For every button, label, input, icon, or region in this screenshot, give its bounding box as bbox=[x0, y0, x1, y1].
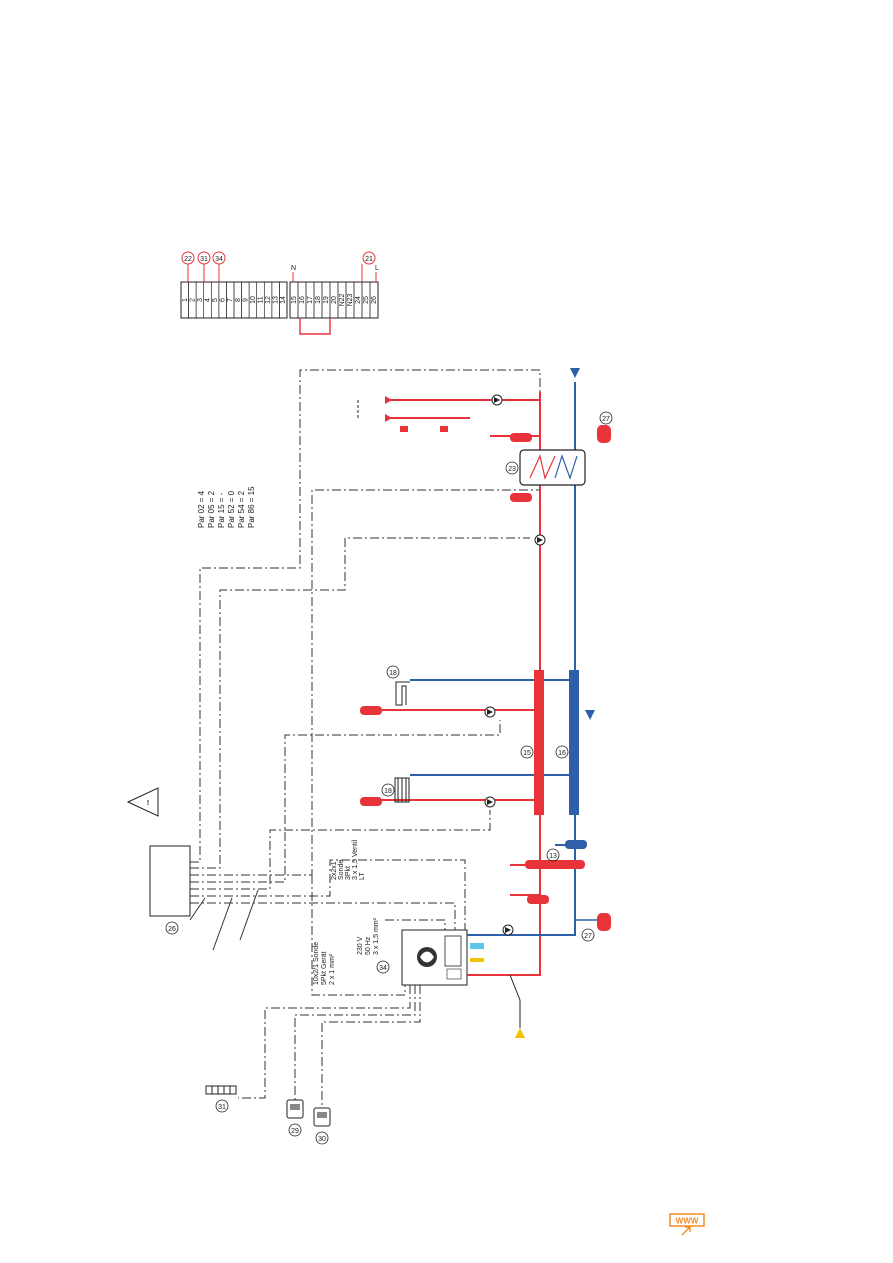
svg-text:30: 30 bbox=[318, 1136, 326, 1143]
hydraulic-separator bbox=[525, 860, 585, 869]
bus-spec-3: 3Pkt bbox=[345, 866, 352, 880]
terminal-left-label-11: 12 bbox=[265, 296, 272, 304]
svg-text:27: 27 bbox=[584, 933, 592, 940]
parameter-list: Par 02 = 4 Par 05 = 2 Par 15 = - Par 52 … bbox=[197, 486, 256, 528]
bus-spec-2: Sonde bbox=[338, 860, 345, 880]
return-piping bbox=[410, 382, 576, 936]
terminal-right-cell-10 bbox=[369, 281, 379, 319]
bus-spec-5: LT bbox=[359, 872, 366, 880]
svg-text:!: ! bbox=[147, 800, 149, 807]
terminal-left-label-10: 11 bbox=[258, 296, 265, 303]
svg-text:29: 29 bbox=[291, 1128, 299, 1135]
param-3: Par 15 = - bbox=[217, 492, 226, 528]
terminal-right-label-1: 16 bbox=[299, 296, 306, 304]
svg-text:13: 13 bbox=[549, 853, 557, 860]
expansion-vessel-right: 27 bbox=[597, 411, 613, 443]
param-2: Par 05 = 2 bbox=[207, 490, 216, 528]
svg-text:34: 34 bbox=[379, 965, 387, 972]
terminal-left-label-0: 1 bbox=[182, 298, 189, 302]
svg-text:27: 27 bbox=[602, 416, 610, 423]
terminal-right-label-4: 19 bbox=[323, 296, 330, 304]
signal-spec-1: 10x2/1 Sonde bbox=[313, 942, 320, 985]
terminal-left-label-5: 6 bbox=[220, 298, 227, 302]
signal-spec-2: 5Pkt Gerät bbox=[321, 951, 328, 985]
controller-unit: 26 bbox=[149, 845, 191, 935]
bus-spec-4: 3 x 1,5 Ventil bbox=[352, 839, 359, 880]
terminal-left-label-7: 8 bbox=[235, 298, 242, 302]
callout-22: 22 bbox=[184, 256, 192, 263]
terminal-n-label: N bbox=[291, 265, 296, 272]
callout-31: 31 bbox=[200, 256, 208, 263]
power-spec-1: 230 V bbox=[357, 936, 364, 955]
signal-spec-3: 2 x 1 mm² bbox=[329, 953, 336, 985]
circulation-pumps bbox=[484, 394, 546, 936]
callout-34: 34 bbox=[215, 256, 223, 263]
floor-heating-emitter: 18 bbox=[386, 665, 410, 706]
param-4: Par 52 = 0 bbox=[227, 490, 236, 528]
bus-spec-1: 2x2x1 bbox=[331, 861, 338, 880]
warning-icon: ! bbox=[126, 787, 159, 817]
svg-text:15: 15 bbox=[523, 750, 531, 757]
terminal-left-label-6: 7 bbox=[227, 298, 234, 302]
terminal-right-label-9: 25 bbox=[363, 296, 370, 304]
terminal-left-label-2: 3 bbox=[197, 298, 204, 302]
svg-text:31: 31 bbox=[218, 1104, 226, 1111]
svg-text:18: 18 bbox=[389, 670, 397, 677]
hot-header bbox=[534, 670, 544, 815]
terminal-l-label: L bbox=[375, 265, 379, 272]
terminal-left-cell-13 bbox=[279, 281, 288, 319]
radiator-emitter: 18 bbox=[381, 777, 410, 803]
terminal-right-label-7: N23 bbox=[347, 293, 354, 306]
param-5: Par 54 = 2 bbox=[237, 490, 246, 528]
room-unit-2: 30 bbox=[313, 1107, 331, 1145]
terminal-right-label-10: 26 bbox=[371, 296, 378, 304]
svg-text:26: 26 bbox=[168, 926, 176, 933]
room-unit-1: 29 bbox=[286, 1099, 304, 1137]
callout-21: 21 bbox=[365, 256, 373, 263]
www-label: WWW bbox=[676, 1217, 699, 1226]
expansion-vessel-left: 27 bbox=[575, 913, 611, 942]
power-spec-3: 3 x 1,5 mm² bbox=[373, 917, 380, 955]
dhw-storage-tank: 23 bbox=[505, 449, 586, 486]
terminal-left-label-12: 13 bbox=[273, 296, 280, 304]
www-link-icon[interactable]: WWW bbox=[668, 1212, 708, 1238]
terminal-left-label-1: 2 bbox=[189, 298, 196, 302]
svg-text:23: 23 bbox=[508, 466, 516, 473]
terminal-left-label-4: 5 bbox=[212, 298, 219, 302]
svg-text:18: 18 bbox=[384, 788, 392, 795]
boiler-unit: 34 230 V 50 Hz 3 x 1,5 mm² 10x2/1 Sonde … bbox=[313, 839, 468, 986]
terminal-left-label-8: 9 bbox=[242, 298, 249, 302]
param-6: Par 86 = 15 bbox=[247, 486, 256, 528]
terminal-right-label-8: 24 bbox=[355, 296, 362, 304]
terminal-left-label-9: 10 bbox=[250, 296, 257, 304]
terminal-right-label-2: 17 bbox=[307, 296, 314, 304]
terminal-right-label-6: N22 bbox=[339, 293, 346, 306]
control-wiring bbox=[189, 369, 541, 1108]
param-1: Par 02 = 4 bbox=[197, 490, 206, 528]
svg-text:16: 16 bbox=[558, 750, 566, 757]
terminal-right-label-0: 15 bbox=[291, 296, 298, 304]
sensor-strip: 31 bbox=[205, 1085, 237, 1113]
cold-header bbox=[569, 670, 579, 815]
terminal-right-label-3: 18 bbox=[315, 296, 322, 304]
terminal-left-label-3: 4 bbox=[205, 298, 212, 302]
terminal-left-label-13: 14 bbox=[280, 296, 287, 304]
terminal-right-label-5: 20 bbox=[331, 296, 338, 304]
power-spec-2: 50 Hz bbox=[365, 936, 372, 955]
